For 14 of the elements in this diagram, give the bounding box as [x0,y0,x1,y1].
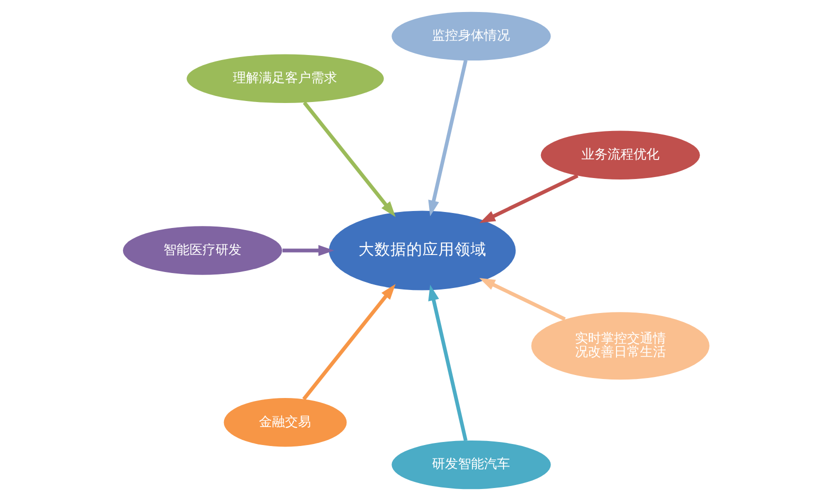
arrow [302,101,396,217]
arrow [428,60,467,216]
arrow [478,174,578,223]
arrow [302,284,396,400]
node-ellipse: 业务流程优化 [540,130,700,180]
node-ellipse: 监控身体情况 [391,12,550,61]
node-ellipse: 理解满足客户需求 [186,54,384,103]
arrow [282,244,334,256]
arrow [428,284,467,442]
node-ellipse: 实时掌控交通情况改善日常生活 [530,312,709,380]
node-ellipse: 研发智能汽车 [391,440,550,490]
node-ellipse: 金融交易 [223,398,346,447]
node-ellipse: 智能医疗研发 [122,226,282,275]
arrow [478,278,566,321]
